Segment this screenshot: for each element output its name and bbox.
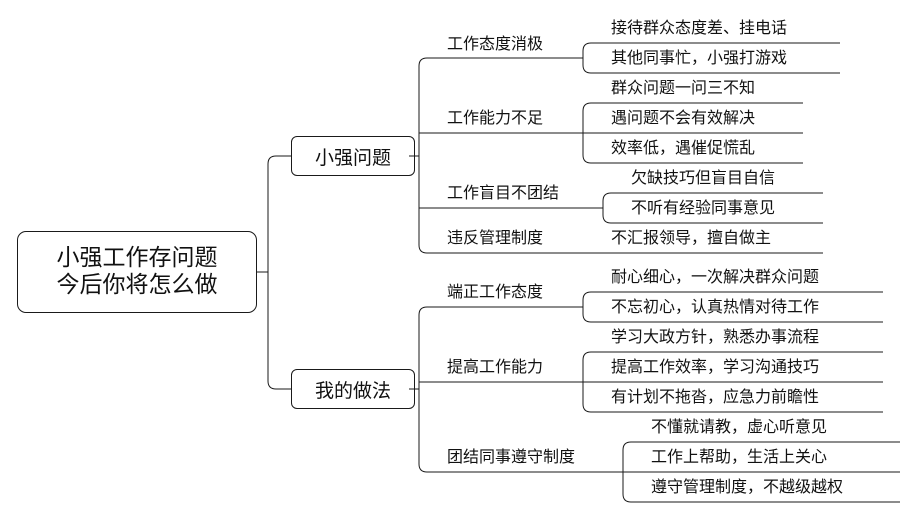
sub-node: 违反管理制度 [447,228,544,247]
sub-leaf-connector [582,133,803,164]
sub-leaf-connector [622,441,900,472]
sub-leaf-connector [582,382,883,413]
leaf-node: 有计划不拖沓，应急力前瞻性 [611,387,820,406]
leaf-node: 效率低，遇催促慌乱 [611,138,756,157]
leaf-node: 耐心细心，一次解决群众问题 [611,267,820,286]
sub-leaf-connector [582,307,883,323]
root-branch-connector [267,155,291,272]
sub-leaf-connector [602,192,823,208]
leaf-node: 学习大政方针，熟悉办事流程 [611,327,820,346]
branch-sub-connector [418,57,583,156]
leaf-node: 接待群众态度差、挂电话 [611,18,788,37]
leaf-node: 不听有经验同事意见 [631,198,776,217]
root-title-line2: 今后你将怎么做 [56,272,218,298]
leaf-node: 不忘初心，认真热情对待工作 [611,297,820,316]
sub-node: 工作盲目不团结 [447,183,560,202]
branch-node-solutions: 我的做法 [291,369,415,409]
sub-node: 工作能力不足 [447,108,544,127]
branch-sub-connector [418,389,623,473]
sub-node: 提高工作能力 [447,357,544,376]
branch-sub-connector [418,306,583,389]
sub-node: 团结同事遵守制度 [447,447,576,466]
leaf-node: 群众问题一问三不知 [611,78,756,97]
leaf-node: 提高工作效率，学习沟通技巧 [611,357,820,376]
root-title-line1: 小强工作存问题 [56,245,218,271]
leaf-node: 遇问题不会有效解决 [611,108,756,127]
leaf-node: 欠缺技巧但盲目自信 [631,168,776,187]
leaf-node: 其他同事忙，小强打游戏 [611,48,788,67]
root-branch-connector [267,272,291,390]
branch-label: 小强问题 [314,146,391,169]
sub-leaf-connector [602,208,823,224]
sub-leaf-connector [582,58,840,74]
sub-leaf-connector [582,291,883,307]
leaf-node: 不汇报领导，擅自做主 [611,228,772,247]
root-node: 小强工作存问题 今后你将怎么做 [17,231,257,313]
leaf-node: 遵守管理制度，不越级越权 [651,477,844,496]
leaf-node: 不懂就请教，虚心听意见 [651,417,828,436]
sub-node: 工作态度消极 [447,34,544,53]
sub-leaf-connector [622,472,900,503]
leaf-node: 工作上帮助，生活上关心 [651,447,828,466]
branch-node-problems: 小强问题 [291,136,415,176]
sub-leaf-connector [582,351,883,382]
branch-label: 我的做法 [314,379,391,402]
sub-leaf-connector [582,102,803,133]
sub-leaf-connector [582,42,840,58]
sub-node: 端正工作态度 [447,282,544,301]
branch-sub-connector [418,156,583,254]
